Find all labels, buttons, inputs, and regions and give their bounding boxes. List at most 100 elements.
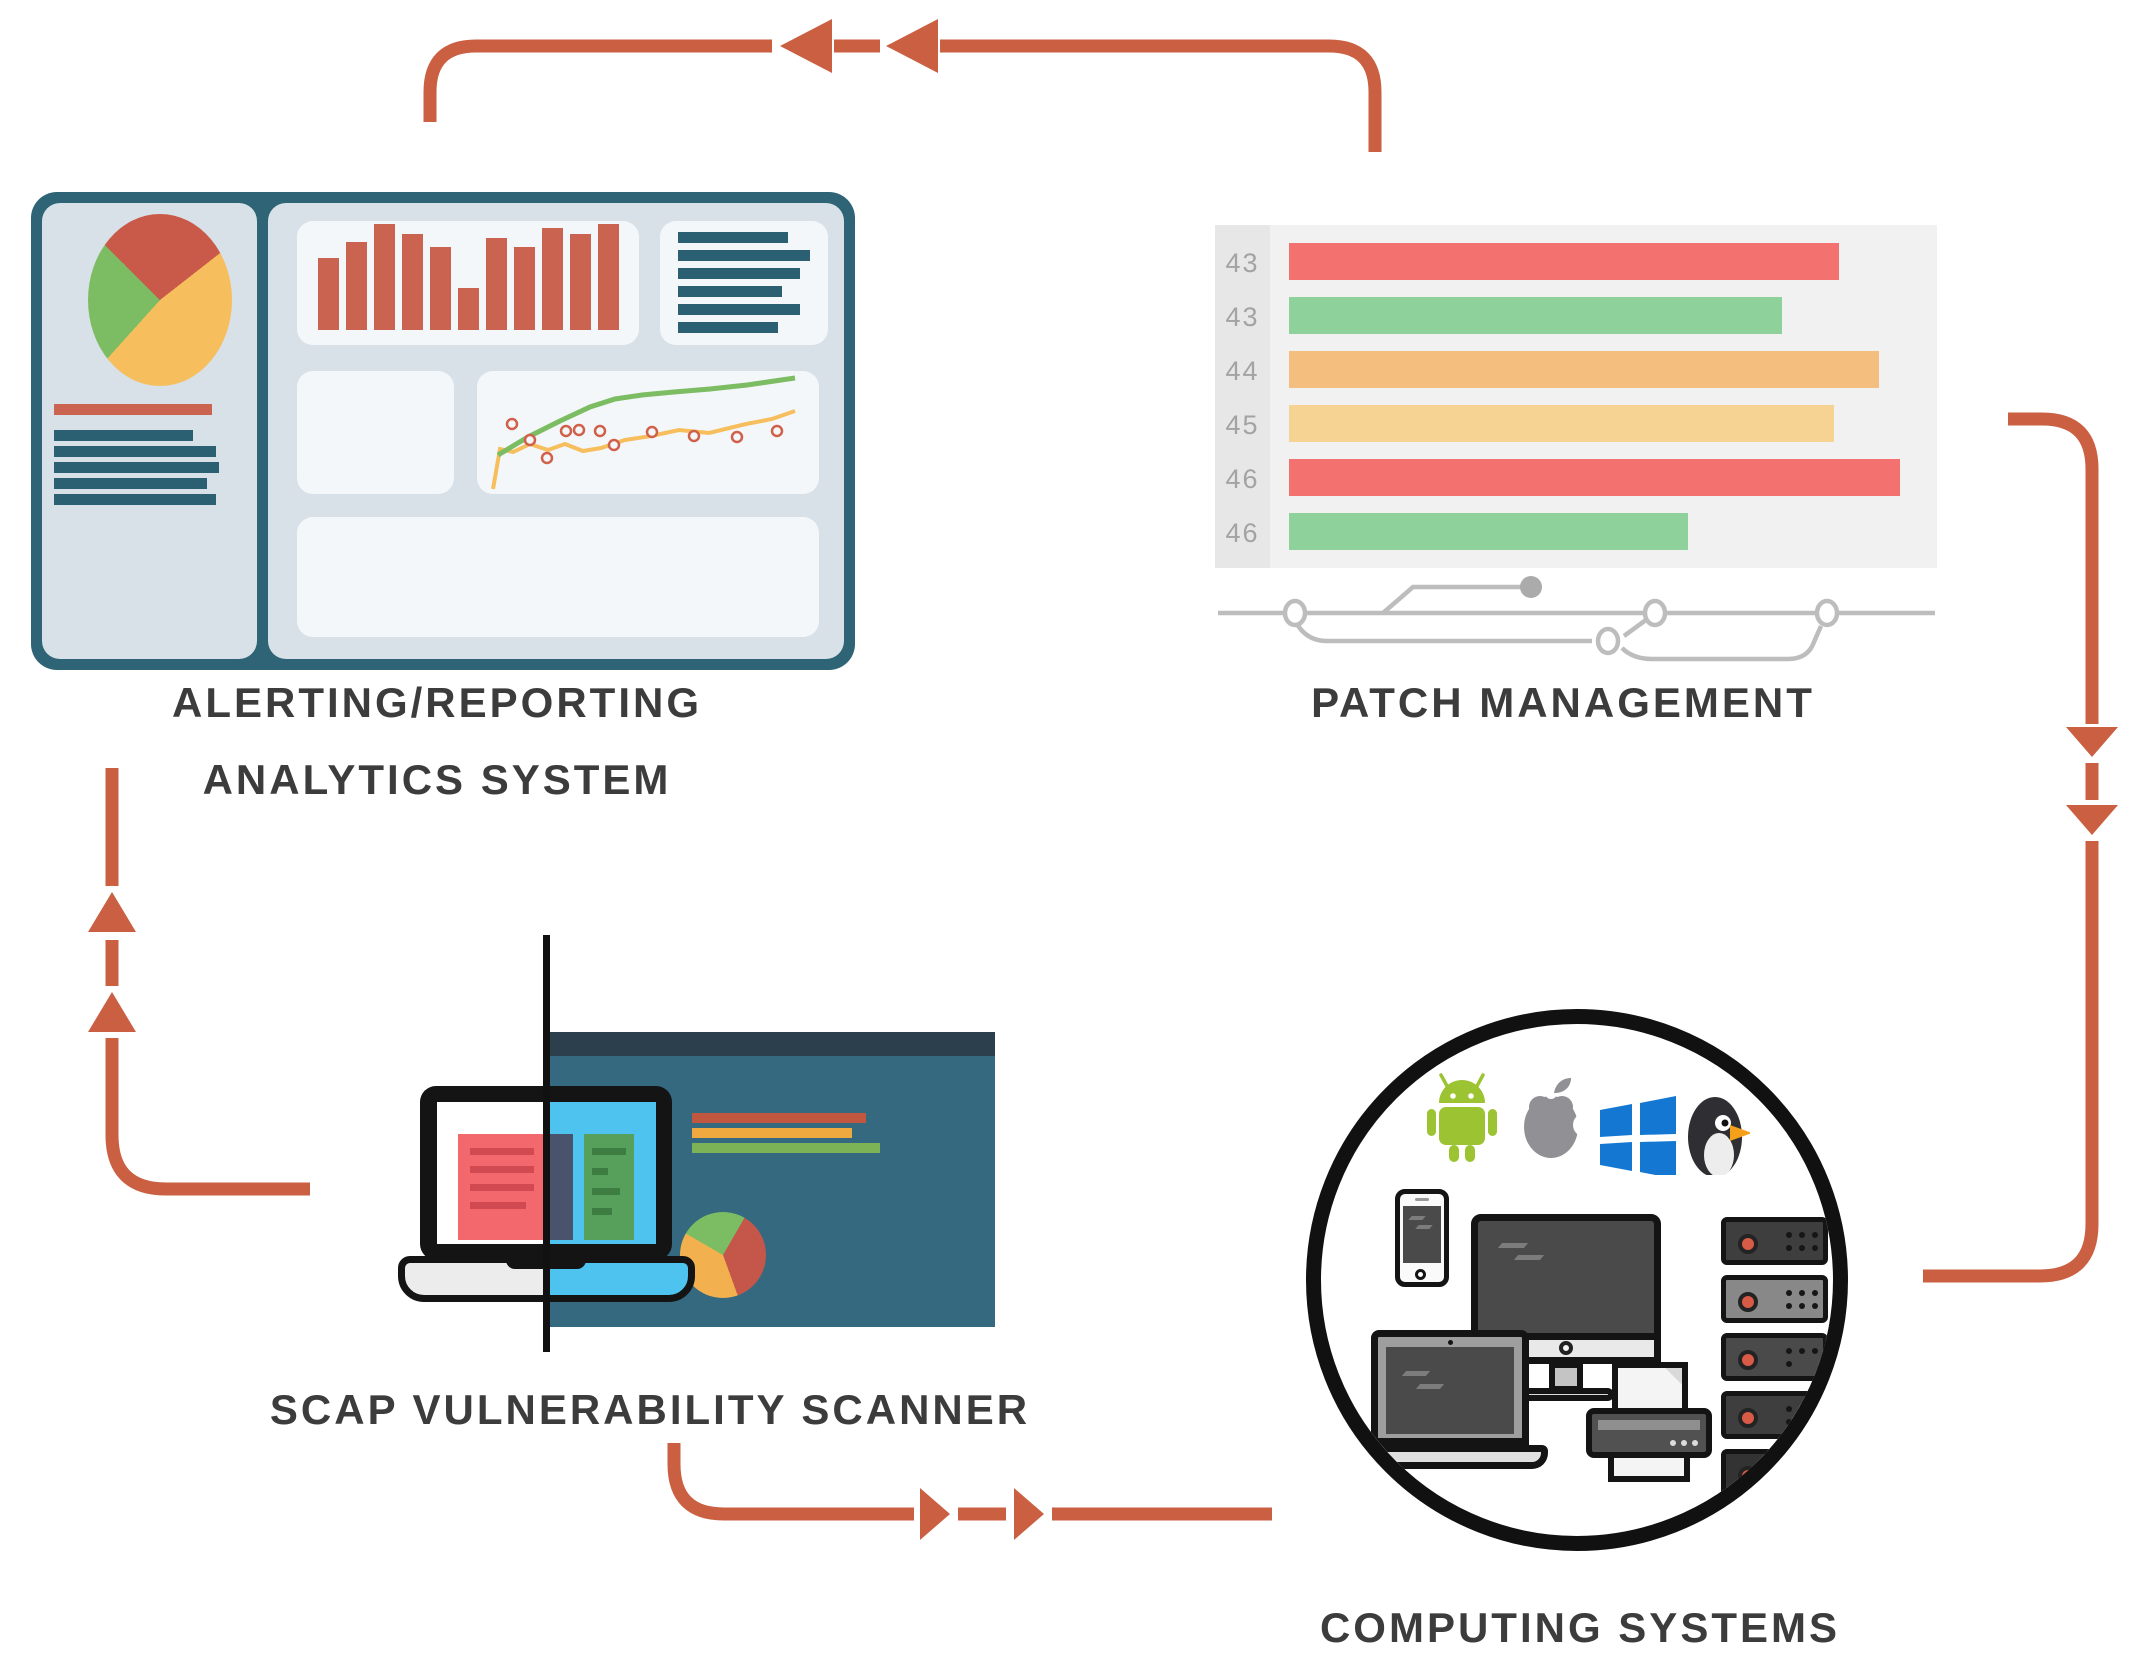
server-rack <box>1721 1214 1828 1514</box>
server-unit <box>1721 1275 1828 1323</box>
arrow-patch-to-computing <box>1923 412 2118 1283</box>
server-dot <box>1799 1348 1805 1354</box>
mini-bar <box>598 224 619 330</box>
patch-row-label: 43 <box>1225 248 1260 278</box>
server-dot <box>1799 1245 1805 1251</box>
windows-logo <box>1600 1096 1676 1175</box>
mini-bar <box>402 234 423 330</box>
sidebar-accent-line <box>54 404 212 415</box>
laptop-base <box>1352 1445 1548 1469</box>
server-unit <box>1721 1217 1828 1265</box>
server-unit <box>1721 1449 1828 1497</box>
arrowhead-down-icon <box>2066 727 2118 757</box>
note-text-line <box>678 286 782 297</box>
printer-output-paper <box>1608 1452 1690 1482</box>
android-logo <box>1427 1073 1497 1162</box>
server-dot <box>1786 1245 1792 1251</box>
server-unit <box>1721 1333 1828 1381</box>
laptop <box>1371 1330 1529 1445</box>
text-lines-card <box>660 221 828 345</box>
slide-orange-line <box>692 1128 852 1138</box>
dashboard-main-panel <box>268 203 844 659</box>
smartphone <box>1395 1189 1449 1287</box>
screen-green-block <box>584 1134 634 1240</box>
screen-slate-block <box>548 1134 573 1240</box>
screen-red-block <box>458 1134 546 1240</box>
patch-row-label: 43 <box>1225 302 1260 332</box>
patch-label-column <box>1215 225 1270 568</box>
mini-bar-chart-card <box>297 221 639 345</box>
sidebar-text-line <box>54 478 207 489</box>
scap-title: SCAP VULNERABILITY SCANNER <box>269 1386 1031 1433</box>
server-dot <box>1812 1406 1818 1412</box>
computing-title: COMPUTING SYSTEMS <box>1319 1604 1841 1651</box>
server-dot <box>1786 1406 1792 1412</box>
empty-card <box>297 371 454 494</box>
server-power-led <box>1738 1292 1758 1312</box>
patch-title: PATCH MANAGEMENT <box>1311 679 1815 726</box>
git-branch-graph <box>1218 576 1935 662</box>
mini-line-chart-card <box>477 371 819 494</box>
scan-divider-line <box>543 935 550 1352</box>
note-text-line <box>678 232 788 243</box>
patch-bar <box>1289 513 1688 550</box>
patch-row-label: 45 <box>1225 410 1260 440</box>
server-dot <box>1812 1348 1818 1354</box>
server-dot <box>1786 1348 1792 1354</box>
server-dot <box>1786 1303 1792 1309</box>
note-text-line <box>678 250 810 261</box>
sidebar-text-line <box>54 494 216 505</box>
arrowhead-up-icon <box>88 892 136 932</box>
server-dot <box>1799 1290 1805 1296</box>
server-power-led <box>1738 1350 1758 1370</box>
patch-bar <box>1289 405 1834 442</box>
patch-bar <box>1289 243 1839 280</box>
server-dot <box>1799 1406 1805 1412</box>
note-text-line <box>678 322 778 333</box>
printer <box>1586 1408 1712 1458</box>
desktop-monitor <box>1471 1214 1661 1340</box>
monitor-stand <box>1549 1362 1583 1392</box>
apple-logo <box>1524 1078 1597 1158</box>
note-text-line <box>678 304 800 315</box>
alerting-title-line1: ALERTING/REPORTING <box>171 679 702 726</box>
server-dot <box>1786 1290 1792 1296</box>
sidebar-text-line <box>54 446 216 457</box>
mini-bar <box>346 242 367 330</box>
arrowhead-right-icon <box>920 1488 950 1540</box>
server-dot <box>1786 1419 1792 1425</box>
sidebar-text-line <box>54 430 193 441</box>
patch-row-label: 46 <box>1225 518 1260 548</box>
arrow-patch-to-alerting <box>423 19 1382 152</box>
mini-bar <box>374 224 395 330</box>
server-dot <box>1812 1303 1818 1309</box>
alerting-title-line2: ANALYTICS SYSTEM <box>202 756 672 803</box>
arrowhead-left-icon <box>886 19 938 73</box>
note-text-line <box>678 268 800 279</box>
slide-pie-chart-icon <box>680 1212 766 1298</box>
pie-chart-icon <box>88 214 232 386</box>
server-power-led <box>1738 1466 1758 1486</box>
server-power-led <box>1738 1234 1758 1254</box>
arrow-scap-to-computing <box>667 1443 1272 1540</box>
server-power-led <box>1738 1408 1758 1428</box>
linux-tux-logo <box>1688 1097 1750 1175</box>
mini-bar <box>514 247 535 330</box>
computing-systems-circle <box>1306 1009 1848 1551</box>
slide-top-bar <box>550 1032 995 1056</box>
patch-bar <box>1289 351 1879 388</box>
mini-bar <box>542 228 563 330</box>
patch-bar <box>1289 297 1782 334</box>
sidebar-text-line <box>54 462 219 473</box>
os-logos-row <box>1427 1073 1750 1175</box>
mini-bar <box>458 288 479 330</box>
arrowhead-up-icon <box>88 992 136 1032</box>
server-dot <box>1799 1303 1805 1309</box>
server-unit <box>1721 1391 1828 1439</box>
patch-row-label: 46 <box>1225 464 1260 494</box>
mini-bar <box>430 247 451 330</box>
monitor-base <box>1518 1388 1614 1401</box>
slide-green-line <box>692 1143 880 1153</box>
